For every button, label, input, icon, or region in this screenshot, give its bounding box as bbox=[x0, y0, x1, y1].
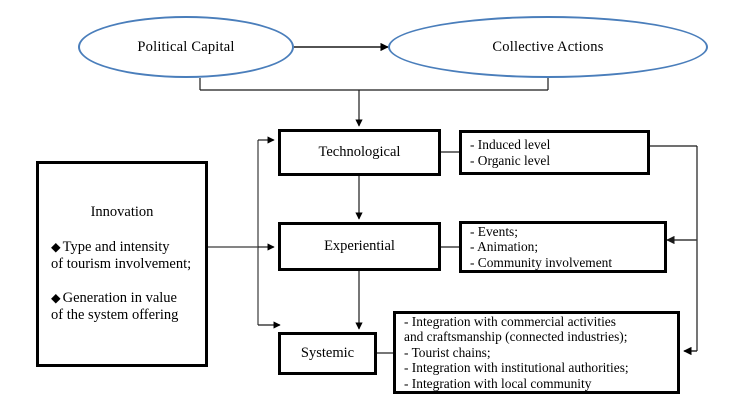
detail-line: - Integration with commercial activities bbox=[404, 313, 616, 329]
node-experiential-label: Experiential bbox=[324, 238, 395, 254]
details-technological[interactable]: - Induced level - Organic level bbox=[459, 130, 650, 175]
node-political-capital[interactable]: Political Capital bbox=[78, 16, 294, 78]
node-systemic-label: Systemic bbox=[300, 345, 355, 361]
innovation-bullet-2: ◆ Generation in value of the system offe… bbox=[51, 290, 193, 325]
node-technological[interactable]: Technological bbox=[278, 129, 441, 176]
innovation-bullet-2-line1: Generation in value bbox=[62, 289, 177, 306]
innovation-bullet-1-line2: of tourism involvement; bbox=[51, 256, 192, 273]
detail-line: and craftsmanship (connected industries)… bbox=[404, 329, 628, 345]
details-systemic[interactable]: - Integration with commercial activities… bbox=[393, 311, 680, 394]
detail-line: - Integration with local community bbox=[404, 375, 592, 391]
node-technological-label: Technological bbox=[318, 144, 401, 160]
connector-innovation-bus bbox=[208, 136, 281, 329]
innovation-bullet-1-line1: Type and intensity bbox=[62, 238, 170, 255]
detail-line: - Community involvement bbox=[470, 254, 613, 270]
connector-drivers-bus bbox=[199, 78, 549, 127]
diamond-bullet-icon: ◆ bbox=[51, 290, 61, 305]
innovation-title: Innovation bbox=[90, 203, 154, 220]
node-experiential[interactable]: Experiential bbox=[278, 222, 441, 271]
diamond-bullet-icon: ◆ bbox=[51, 239, 61, 254]
innovation-bullet-1: ◆ Type and intensity of tourism involvem… bbox=[51, 239, 193, 274]
node-collective-actions-label: Collective Actions bbox=[492, 38, 604, 55]
details-experiential[interactable]: - Events; - Animation; - Community invol… bbox=[459, 221, 667, 273]
detail-line: - Animation; bbox=[470, 239, 539, 255]
detail-line: - Integration with institutional authori… bbox=[404, 360, 629, 376]
node-innovation[interactable]: Innovation ◆ Type and intensity of touri… bbox=[36, 161, 208, 367]
node-political-capital-label: Political Capital bbox=[137, 38, 235, 55]
detail-line: - Events; bbox=[470, 223, 518, 239]
detail-line: - Organic level bbox=[470, 152, 551, 168]
node-systemic[interactable]: Systemic bbox=[278, 332, 377, 375]
innovation-bullet-2-line2: of the system offering bbox=[51, 306, 179, 323]
detail-line: - Induced level bbox=[470, 136, 551, 152]
detail-line: - Tourist chains; bbox=[404, 344, 491, 360]
node-collective-actions[interactable]: Collective Actions bbox=[388, 16, 708, 78]
